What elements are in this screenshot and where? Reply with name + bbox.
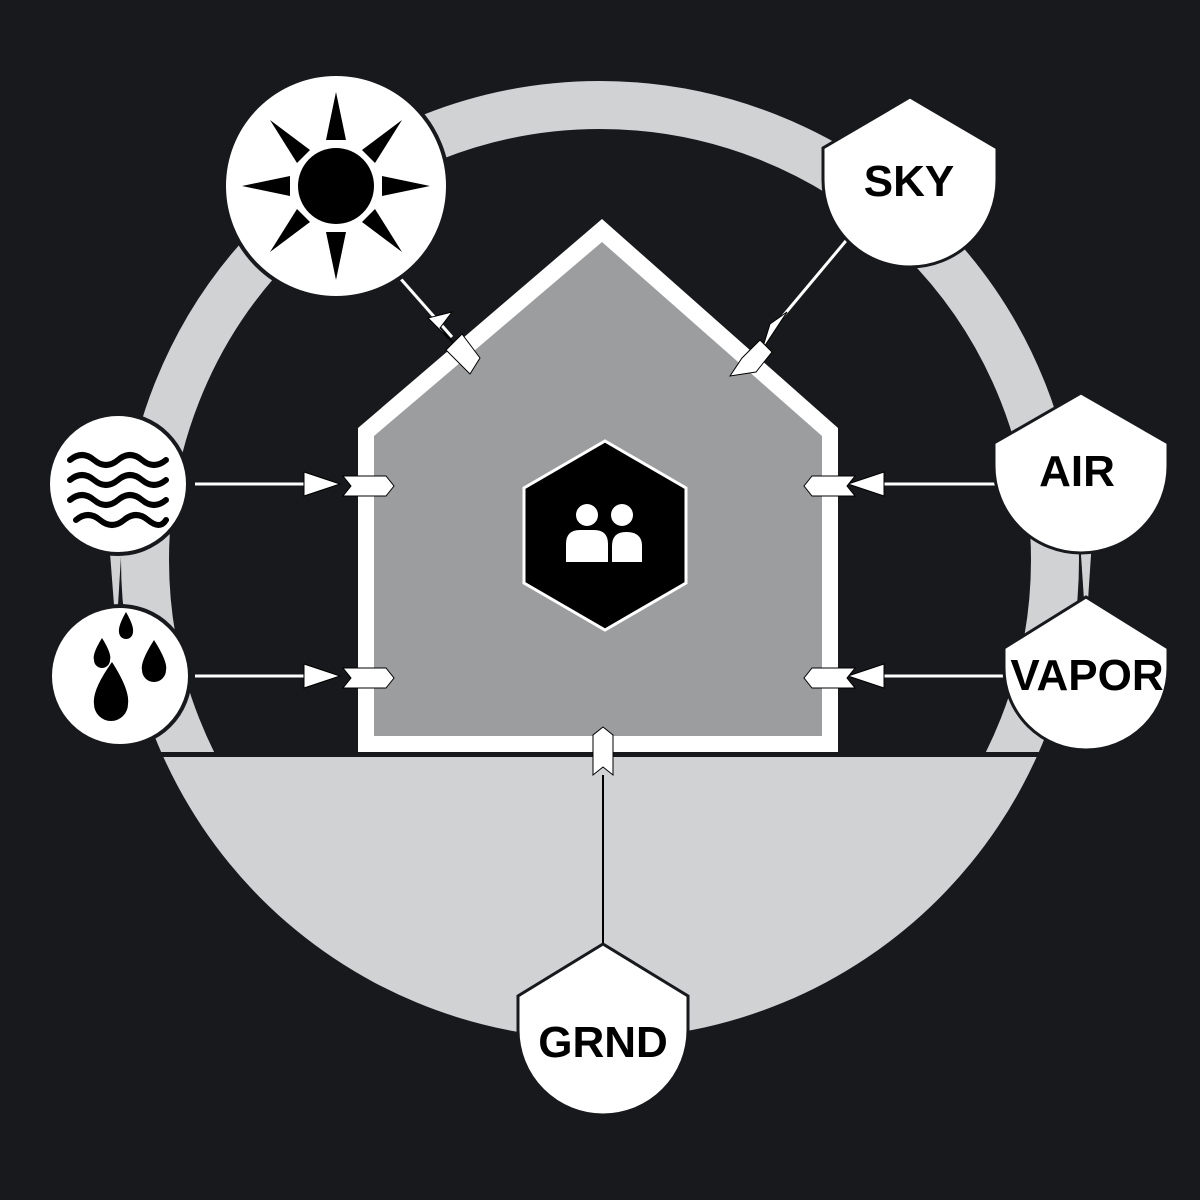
sky-arrowhead bbox=[761, 311, 788, 351]
water-arrowhead bbox=[303, 471, 342, 497]
rain-drops-icon bbox=[93, 612, 167, 721]
occupants-node bbox=[522, 439, 688, 632]
sky-label: SKY bbox=[864, 157, 954, 206]
arrowheads bbox=[303, 311, 885, 689]
people-icon bbox=[566, 504, 642, 562]
ground-node: GRND bbox=[516, 942, 690, 1117]
water-node bbox=[46, 412, 190, 556]
sun-arrow-line bbox=[398, 277, 454, 338]
ground-port bbox=[592, 726, 614, 777]
right-node-connector bbox=[1080, 540, 1092, 600]
environment-ring bbox=[121, 81, 1079, 752]
sun-icon bbox=[242, 92, 430, 280]
vapor-node: VAPOR bbox=[1002, 595, 1170, 752]
water-waves-icon bbox=[67, 452, 169, 528]
sky-node: SKY bbox=[821, 95, 999, 269]
ground-label: GRND bbox=[538, 1018, 668, 1067]
wall-ports bbox=[341, 333, 857, 777]
sun-node bbox=[222, 72, 450, 300]
sun-arrowhead bbox=[427, 311, 459, 349]
water-port bbox=[341, 475, 395, 497]
sun-port bbox=[445, 333, 481, 375]
air-port bbox=[803, 475, 857, 497]
sky-arrow-line bbox=[776, 229, 857, 323]
left-node-connector bbox=[109, 540, 122, 605]
sky-port bbox=[728, 339, 773, 377]
air-node: AIR bbox=[992, 391, 1170, 555]
air-label: AIR bbox=[1039, 447, 1115, 496]
ground-region bbox=[163, 757, 1037, 1039]
vapor-port bbox=[803, 667, 857, 689]
air-arrowhead bbox=[846, 471, 885, 497]
vapor-label: VAPOR bbox=[1010, 651, 1163, 700]
vapor-arrowhead bbox=[846, 663, 885, 689]
rain-arrowhead bbox=[303, 663, 342, 689]
rain-port bbox=[341, 667, 395, 689]
rain-node bbox=[48, 604, 192, 748]
